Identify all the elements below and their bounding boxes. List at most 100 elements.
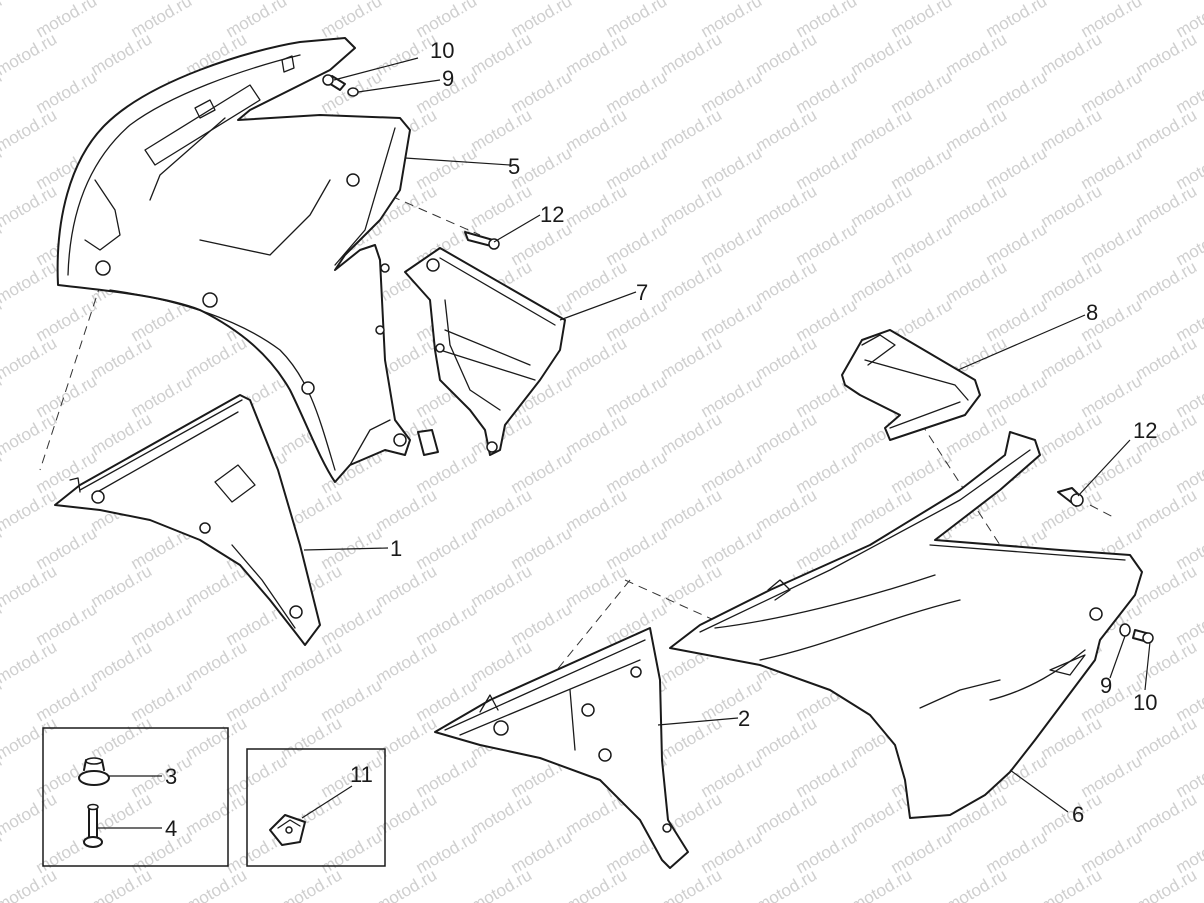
watermark-text: motod.ru — [753, 713, 821, 763]
watermark-text: motod.ru — [753, 865, 821, 903]
watermark-text: motod.ru — [468, 0, 536, 3]
watermark-text: motod.ru — [183, 0, 251, 3]
part-1-lower-fairing — [54, 394, 321, 646]
leader-lines — [98, 57, 1151, 829]
watermark-text: motod.ru — [468, 865, 536, 903]
watermark-text: motod.ru — [373, 789, 441, 839]
callout-1: 1 — [390, 536, 402, 561]
inset-box-3-4 — [42, 727, 229, 867]
watermark-text: motod.ru — [563, 0, 631, 3]
watermark-text: motod.ru — [1133, 561, 1201, 611]
bolt-12-right — [1057, 487, 1084, 507]
watermark-text: motod.ru — [0, 637, 60, 687]
watermark-text: motod.ru — [753, 409, 821, 459]
watermark-text: motod.ru — [753, 0, 821, 3]
washer-9-top — [347, 87, 359, 97]
watermark-text: motod.ru — [658, 561, 726, 611]
watermark-text: motod.ru — [563, 561, 631, 611]
part-8-bracket — [841, 329, 981, 441]
callout-10-right: 10 — [1133, 690, 1157, 715]
callout-6: 6 — [1072, 802, 1084, 827]
watermark-text: motod.ru — [848, 865, 916, 903]
watermark-text: motod.ru — [0, 789, 60, 839]
watermark-text: motod.ru — [183, 333, 251, 383]
watermark-text: motod.ru — [658, 865, 726, 903]
watermark-text: motod.ru — [848, 181, 916, 231]
watermark-text: motod.ru — [1133, 0, 1201, 3]
part-2-lower-fairing — [434, 627, 689, 869]
watermark-text: motod.ru — [183, 561, 251, 611]
callout-11: 11 — [350, 762, 373, 787]
watermark-text: motod.ru — [753, 29, 821, 79]
callout-8: 8 — [1086, 300, 1098, 325]
watermark-text: motod.ru — [563, 29, 631, 79]
watermark-text: motod.ru — [88, 333, 156, 383]
watermark-text: motod.ru — [943, 29, 1011, 79]
watermark-text: motod.ru — [1133, 257, 1201, 307]
watermark-text: motod.ru — [1133, 713, 1201, 763]
watermark-text: motod.ru — [1038, 181, 1106, 231]
watermark-text: motod.ru — [1038, 0, 1106, 3]
watermark-text: motod.ru — [373, 0, 441, 3]
watermark-text: motod.ru — [373, 865, 441, 903]
watermark-text: motod.ru — [1133, 789, 1201, 839]
callout-10-top: 10 — [430, 38, 454, 63]
watermark-text: motod.ru — [0, 713, 60, 763]
watermark-text: motod.ru — [0, 29, 60, 79]
callout-12-top: 12 — [540, 202, 564, 227]
callout-7: 7 — [636, 280, 648, 305]
grommet-3 — [78, 757, 110, 786]
watermark-text: motod.ru — [0, 0, 60, 3]
watermark-text: motod.ru — [88, 865, 156, 903]
watermark-text: motod.ru — [0, 561, 60, 611]
watermark-text: motod.ru — [658, 0, 726, 3]
watermark-text: motod.ru — [658, 713, 726, 763]
callout-12-right: 12 — [1133, 418, 1157, 443]
callouts: 10 9 5 12 7 8 12 1 2 9 10 6 3 4 11 — [165, 38, 1157, 841]
watermark-text: motod.ru — [88, 637, 156, 687]
watermark-text: motod.ru — [658, 29, 726, 79]
watermark-text: motod.ru — [183, 637, 251, 687]
watermark-text: motod.ru — [943, 181, 1011, 231]
watermark-text: motod.ru — [848, 257, 916, 307]
part-7-inner-panel — [404, 247, 566, 456]
callout-3: 3 — [165, 764, 177, 789]
screw-10-right — [1132, 629, 1154, 644]
watermark-text: motod.ru — [943, 865, 1011, 903]
watermark-text: motod.ru — [563, 485, 631, 535]
watermark-text: motod.ru — [468, 561, 536, 611]
part-6-side-fairing — [669, 431, 1143, 819]
watermark-text: motod.ru — [0, 105, 60, 155]
watermark-text: motod.ru — [658, 409, 726, 459]
watermark-text: motod.ru — [1038, 333, 1106, 383]
watermark-text: motod.ru — [1133, 333, 1201, 383]
callout-5: 5 — [508, 154, 520, 179]
watermark-text: motod.ru — [1133, 181, 1201, 231]
watermark-text: motod.ru — [563, 865, 631, 903]
watermark-text: motod.ru — [658, 485, 726, 535]
watermark-text: motod.ru — [1133, 865, 1201, 903]
watermark-text: motod.ru — [468, 637, 536, 687]
watermark-text: motod.ru — [563, 409, 631, 459]
clip-nut-11 — [269, 814, 306, 846]
watermark-text: motod.ru — [0, 333, 60, 383]
callout-9-right: 9 — [1100, 673, 1112, 698]
watermark-text: motod.ru — [848, 29, 916, 79]
callout-4: 4 — [165, 816, 177, 841]
bolt-12-top — [464, 231, 500, 250]
watermark-text: motod.ru — [1133, 637, 1201, 687]
watermark-text: motod.ru — [658, 257, 726, 307]
washer-9-right — [1119, 623, 1131, 637]
watermark-text: motod.ru — [563, 257, 631, 307]
watermark-text: motod.ru — [373, 713, 441, 763]
clip-small — [417, 429, 439, 456]
watermark-text: motod.ru — [373, 485, 441, 535]
watermark-text: motod.ru — [183, 789, 251, 839]
watermark-text: motod.ru — [183, 865, 251, 903]
watermark-text: motod.ru — [0, 0, 5, 41]
watermark-text: motod.ru — [848, 105, 916, 155]
watermark-text: motod.ru — [88, 29, 156, 79]
watermark-text: motod.ru — [943, 0, 1011, 3]
watermark-text: motod.ru — [278, 865, 346, 903]
